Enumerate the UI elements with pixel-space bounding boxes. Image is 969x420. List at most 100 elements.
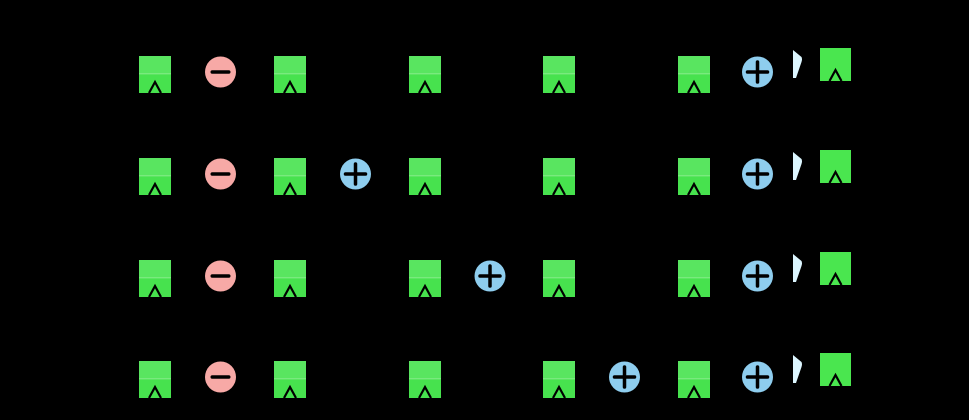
token-top-sheen	[139, 260, 171, 278]
token-midline	[139, 277, 171, 279]
caret-notch-icon	[148, 283, 162, 298]
token-icon	[139, 56, 171, 94]
token-icon	[543, 361, 575, 399]
token-body	[139, 361, 171, 398]
caret-notch-icon	[687, 283, 701, 298]
token-icon	[543, 56, 575, 94]
token-icon	[274, 260, 306, 298]
token-body	[820, 353, 851, 386]
plus-glyph	[745, 264, 770, 288]
token-body	[678, 361, 710, 398]
token-midline	[274, 73, 306, 75]
plus-glyph	[745, 365, 770, 389]
insertion-cursor-icon	[793, 50, 802, 78]
token-body	[678, 56, 710, 93]
inserted-token-icon	[820, 353, 851, 387]
insert-operator-icon	[742, 158, 773, 190]
token-icon	[139, 158, 171, 196]
token-top-sheen	[678, 361, 710, 379]
caret-notch-icon	[418, 384, 432, 399]
token-midline	[543, 175, 575, 177]
token-icon	[678, 260, 710, 298]
plus-glyph	[745, 60, 770, 84]
token-midline	[678, 378, 710, 380]
insert-operator-icon	[742, 260, 773, 292]
caret-notch-icon	[552, 79, 566, 94]
plus-glyph	[745, 162, 770, 186]
token-top-sheen	[139, 56, 171, 74]
delete-operator-icon	[205, 361, 236, 393]
plus-glyph	[612, 365, 637, 389]
token-body	[820, 48, 851, 81]
token-icon	[139, 361, 171, 399]
token-midline	[139, 73, 171, 75]
token-body	[678, 158, 710, 195]
token-top-sheen	[678, 260, 710, 278]
caret-notch-icon	[687, 181, 701, 196]
token-top-sheen	[139, 361, 171, 379]
token-icon	[274, 361, 306, 399]
token-icon	[820, 150, 851, 184]
caret-notch-icon	[828, 67, 843, 82]
minus-glyph	[210, 375, 231, 379]
token-body	[820, 150, 851, 183]
caret-notch-icon	[283, 384, 297, 399]
token-midline	[274, 277, 306, 279]
token-body	[274, 56, 306, 93]
token-midline	[139, 378, 171, 380]
caret-notch-icon	[552, 283, 566, 298]
token-body	[820, 252, 851, 285]
token-top-sheen	[409, 361, 441, 379]
token-top-sheen	[274, 361, 306, 379]
caret-notch-icon	[552, 384, 566, 399]
caret-notch-icon	[418, 181, 432, 196]
token-midline	[139, 175, 171, 177]
token-midline	[678, 73, 710, 75]
token-midline	[409, 73, 441, 75]
insert-operator-icon	[742, 56, 773, 88]
token-icon	[409, 260, 441, 298]
minus-glyph	[210, 70, 231, 74]
plus-glyph	[478, 264, 502, 288]
token-top-sheen	[543, 56, 575, 74]
token-top-sheen	[543, 158, 575, 176]
token-icon	[543, 158, 575, 196]
insert-operator-icon	[742, 361, 773, 393]
token-midline	[543, 277, 575, 279]
token-icon	[409, 361, 441, 399]
caret-notch-icon	[687, 384, 701, 399]
token-body	[139, 158, 171, 195]
plus-glyph	[343, 162, 368, 186]
insert-operator-icon	[474, 260, 506, 292]
token-top-sheen	[409, 56, 441, 74]
token-body	[139, 56, 171, 93]
caret-notch-icon	[687, 79, 701, 94]
token-top-sheen	[274, 56, 306, 74]
token-icon	[820, 48, 851, 82]
insertion-cursor-icon	[793, 355, 802, 383]
minus-glyph	[210, 274, 231, 278]
token-icon	[678, 361, 710, 399]
token-midline	[409, 277, 441, 279]
sequence-row	[139, 353, 851, 399]
token-midline	[678, 175, 710, 177]
token-top-sheen	[543, 361, 575, 379]
token-midline	[543, 73, 575, 75]
caret-notch-icon	[418, 283, 432, 298]
token-midline	[274, 378, 306, 380]
token-midline	[409, 175, 441, 177]
caret-notch-icon	[283, 283, 297, 298]
token-top-sheen	[274, 260, 306, 278]
token-icon	[678, 56, 710, 94]
token-icon	[820, 252, 851, 286]
token-body	[409, 361, 441, 398]
token-body	[274, 361, 306, 398]
caret-notch-icon	[148, 79, 162, 94]
token-body	[543, 56, 575, 93]
token-body	[274, 260, 306, 297]
insert-operator-icon	[340, 158, 371, 190]
caret-notch-icon	[283, 181, 297, 196]
token-body	[409, 260, 441, 297]
caret-notch-icon	[828, 271, 843, 286]
token-icon	[820, 353, 851, 387]
